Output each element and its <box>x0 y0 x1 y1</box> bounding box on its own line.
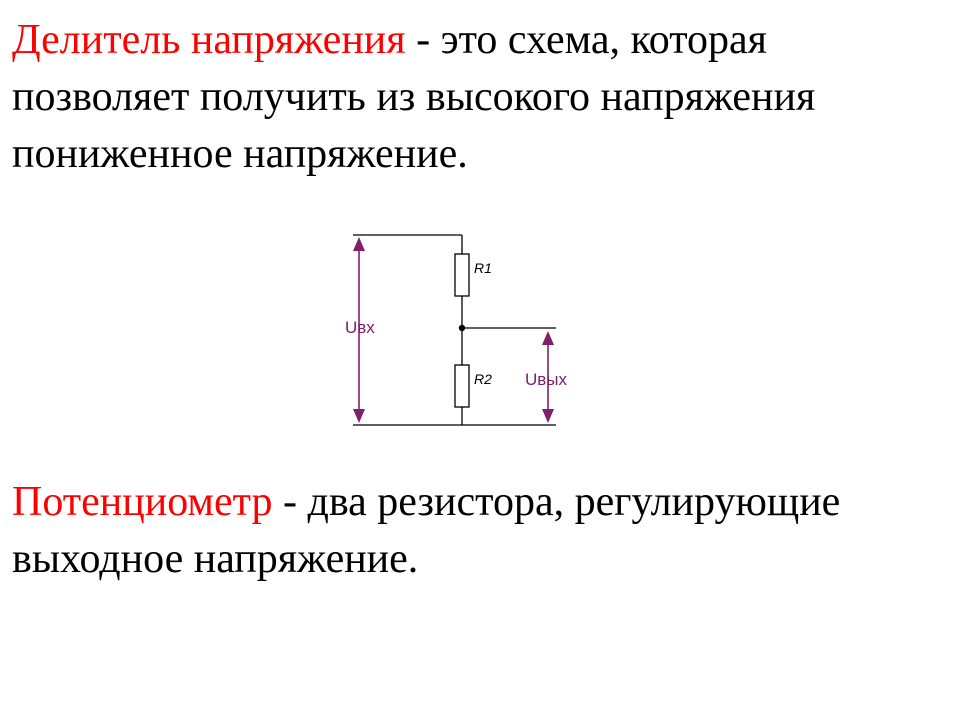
output-arrow-head-top <box>542 331 554 345</box>
term-potentiometer: Потенциометр <box>12 479 273 525</box>
r2-label: R2 <box>474 371 492 387</box>
term-voltage-divider: Делитель напряжения <box>12 17 406 63</box>
definition-potentiometer: Потенциометр - два резистора, регулирующ… <box>12 474 942 588</box>
definition-voltage-divider: Делитель напряжения - это схема, которая… <box>12 12 942 183</box>
output-arrow-head-bottom <box>542 409 554 423</box>
output-voltage-label: Uвых <box>525 370 568 389</box>
definition-text: - это схема, которая позволяет получить … <box>12 17 816 177</box>
resistor-r2 <box>454 364 470 408</box>
potentiometer-text: - два резистора, регулирующие выходное н… <box>12 479 841 582</box>
junction-node <box>458 324 466 332</box>
resistor-r1 <box>454 253 470 297</box>
input-arrow-head-top <box>353 237 365 251</box>
r1-label: R1 <box>474 260 492 276</box>
input-arrow-head-bottom <box>353 409 365 423</box>
input-voltage-label: Uвх <box>345 318 375 337</box>
